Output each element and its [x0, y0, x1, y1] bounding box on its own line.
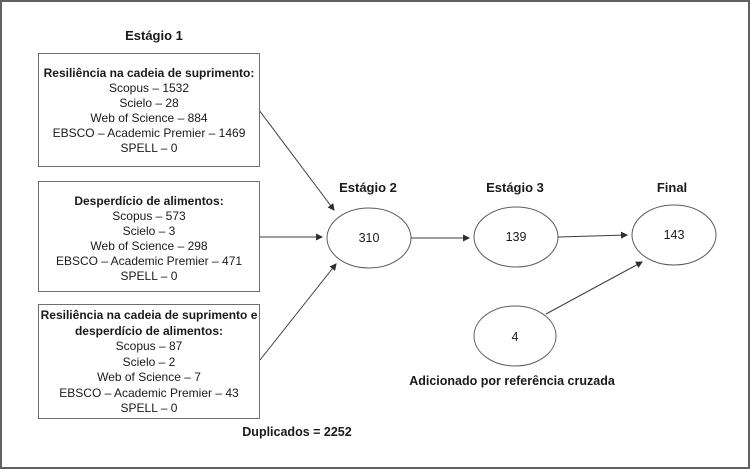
- final-node-value: 143: [663, 228, 685, 242]
- box-line: Web of Science – 7: [97, 370, 201, 384]
- arrow-stage3-to-final: [557, 231, 629, 239]
- cross-reference-ellipse: [473, 305, 557, 367]
- box-title: Desperdício de alimentos:: [74, 194, 224, 208]
- box-resilience-and-food-waste: Resiliência na cadeia de suprimento e de…: [38, 304, 260, 419]
- box-line: Web of Science – 884: [90, 111, 208, 125]
- stage3-node-value: 139: [505, 230, 527, 244]
- final-ellipse: [631, 204, 717, 266]
- box-line: Scopus – 573: [112, 209, 186, 223]
- stage2-label: Estágio 2: [339, 180, 397, 195]
- box-line: Scopus – 87: [115, 339, 183, 353]
- final-label: Final: [656, 180, 688, 195]
- cross-reference-node-value: 4: [511, 330, 519, 344]
- arrow-box3-to-stage2: [259, 263, 337, 361]
- stage3-label: Estágio 3: [486, 180, 544, 195]
- box-line: EBSCO – Academic Premier – 43: [59, 385, 239, 400]
- box-supply-chain-resilience: Resiliência na cadeia de suprimento: Sco…: [38, 53, 260, 167]
- box-line: Web of Science – 298: [90, 239, 208, 253]
- box-line: Scielo – 28: [119, 96, 179, 110]
- stage1-label: Estágio 1: [125, 28, 183, 43]
- box-food-waste: Desperdício de alimentos: Scopus – 573 S…: [38, 181, 260, 292]
- box-line: SPELL – 0: [120, 141, 178, 155]
- box-line: SPELL – 0: [120, 401, 178, 415]
- duplicates-caption: Duplicados = 2252: [242, 425, 352, 439]
- arrow-crossref-to-final: [545, 261, 643, 315]
- box-line: Scielo – 3: [122, 224, 176, 238]
- stage2-node-value: 310: [358, 231, 380, 245]
- box-line: SPELL – 0: [120, 269, 178, 283]
- box-line: EBSCO – Academic Premier – 1469: [52, 126, 246, 140]
- box-title: Resiliência na cadeia de suprimento e de…: [40, 308, 258, 338]
- box-title: Resiliência na cadeia de suprimento:: [43, 66, 255, 80]
- box-line: Scielo – 2: [122, 354, 176, 369]
- box-line: Scopus – 1532: [108, 81, 190, 95]
- box-line: EBSCO – Academic Premier – 471: [55, 254, 243, 268]
- arrow-box1-to-stage2: [258, 109, 335, 211]
- cross-reference-caption: Adicionado por referência cruzada: [409, 374, 615, 388]
